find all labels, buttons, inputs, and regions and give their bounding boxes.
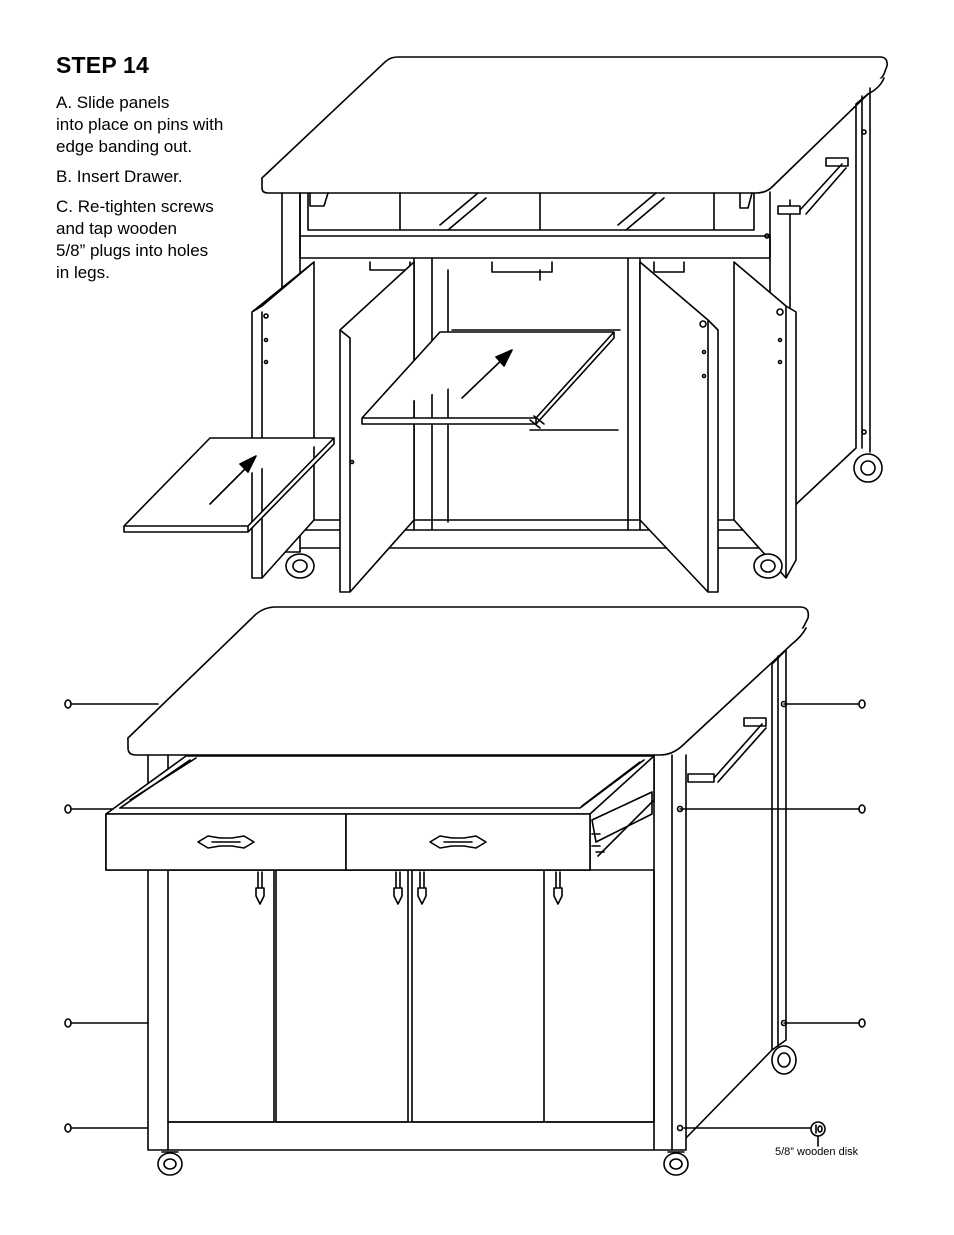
shelf-panel-center bbox=[362, 332, 614, 424]
left-inner-door bbox=[340, 262, 414, 592]
arrowhead bbox=[240, 456, 256, 472]
drawer-slide bbox=[592, 792, 652, 852]
hinge-dot bbox=[700, 321, 706, 327]
drawer-handle-icon bbox=[198, 836, 486, 848]
cart-right-side bbox=[672, 650, 786, 1150]
interior-back bbox=[448, 270, 620, 522]
hinge-dot bbox=[265, 339, 268, 342]
bracket bbox=[310, 193, 328, 206]
step-title: STEP 14 bbox=[56, 52, 150, 78]
caster-rear bbox=[772, 1046, 796, 1074]
door-front-left bbox=[168, 870, 274, 1122]
hinge-dot bbox=[703, 375, 706, 378]
side-hole bbox=[862, 130, 866, 134]
arrowhead bbox=[496, 350, 512, 366]
drawer-runner bbox=[440, 193, 664, 230]
hinge-dot bbox=[779, 339, 782, 342]
caster-rear bbox=[854, 454, 882, 482]
drawer-opening bbox=[300, 193, 754, 236]
instruction-a: A. Slide panels into place on pins with … bbox=[56, 93, 224, 156]
front-apron bbox=[300, 236, 770, 258]
wooden-disk-icon bbox=[811, 1122, 825, 1146]
door-pull-icon bbox=[256, 872, 562, 904]
hinge-dot bbox=[265, 361, 268, 364]
caster-left bbox=[286, 554, 314, 578]
drawer-interior bbox=[120, 758, 644, 808]
caster-left bbox=[158, 1152, 182, 1175]
shelf-panel-left bbox=[124, 438, 334, 532]
bottom-rail bbox=[168, 1122, 654, 1150]
countertop-edge bbox=[262, 78, 884, 193]
hinge-dot bbox=[703, 351, 706, 354]
plug-callouts-left bbox=[65, 700, 158, 1132]
caster-right bbox=[664, 1152, 688, 1175]
drawer-front-left[interactable] bbox=[106, 814, 346, 870]
plug-callouts-right bbox=[678, 700, 866, 1131]
countertop-edge bbox=[128, 628, 806, 755]
open-cart-illustration bbox=[0, 0, 954, 600]
door-front-center-right bbox=[412, 870, 544, 1122]
caster-right bbox=[754, 554, 782, 578]
hinge-dot bbox=[777, 309, 783, 315]
instruction-b: B. Insert Drawer. bbox=[56, 167, 183, 186]
door-front-right bbox=[546, 870, 654, 1122]
door-front-center-left bbox=[276, 870, 408, 1122]
right-front-leg bbox=[654, 755, 672, 1150]
hinge-dot bbox=[779, 361, 782, 364]
hinge-dot bbox=[351, 461, 354, 464]
bracket bbox=[740, 193, 752, 208]
pin bbox=[530, 416, 544, 428]
towel-bar bbox=[778, 158, 848, 214]
left-front-leg bbox=[148, 755, 168, 1150]
wooden-disk-label: 5/8” wooden disk bbox=[775, 1146, 859, 1158]
hinge-dot bbox=[264, 314, 268, 318]
side-hole bbox=[862, 430, 866, 434]
towel-bar bbox=[688, 718, 766, 782]
right-inner-door bbox=[640, 262, 718, 592]
instruction-c: C. Re-tighten screws and tap wooden 5/8”… bbox=[56, 197, 214, 282]
